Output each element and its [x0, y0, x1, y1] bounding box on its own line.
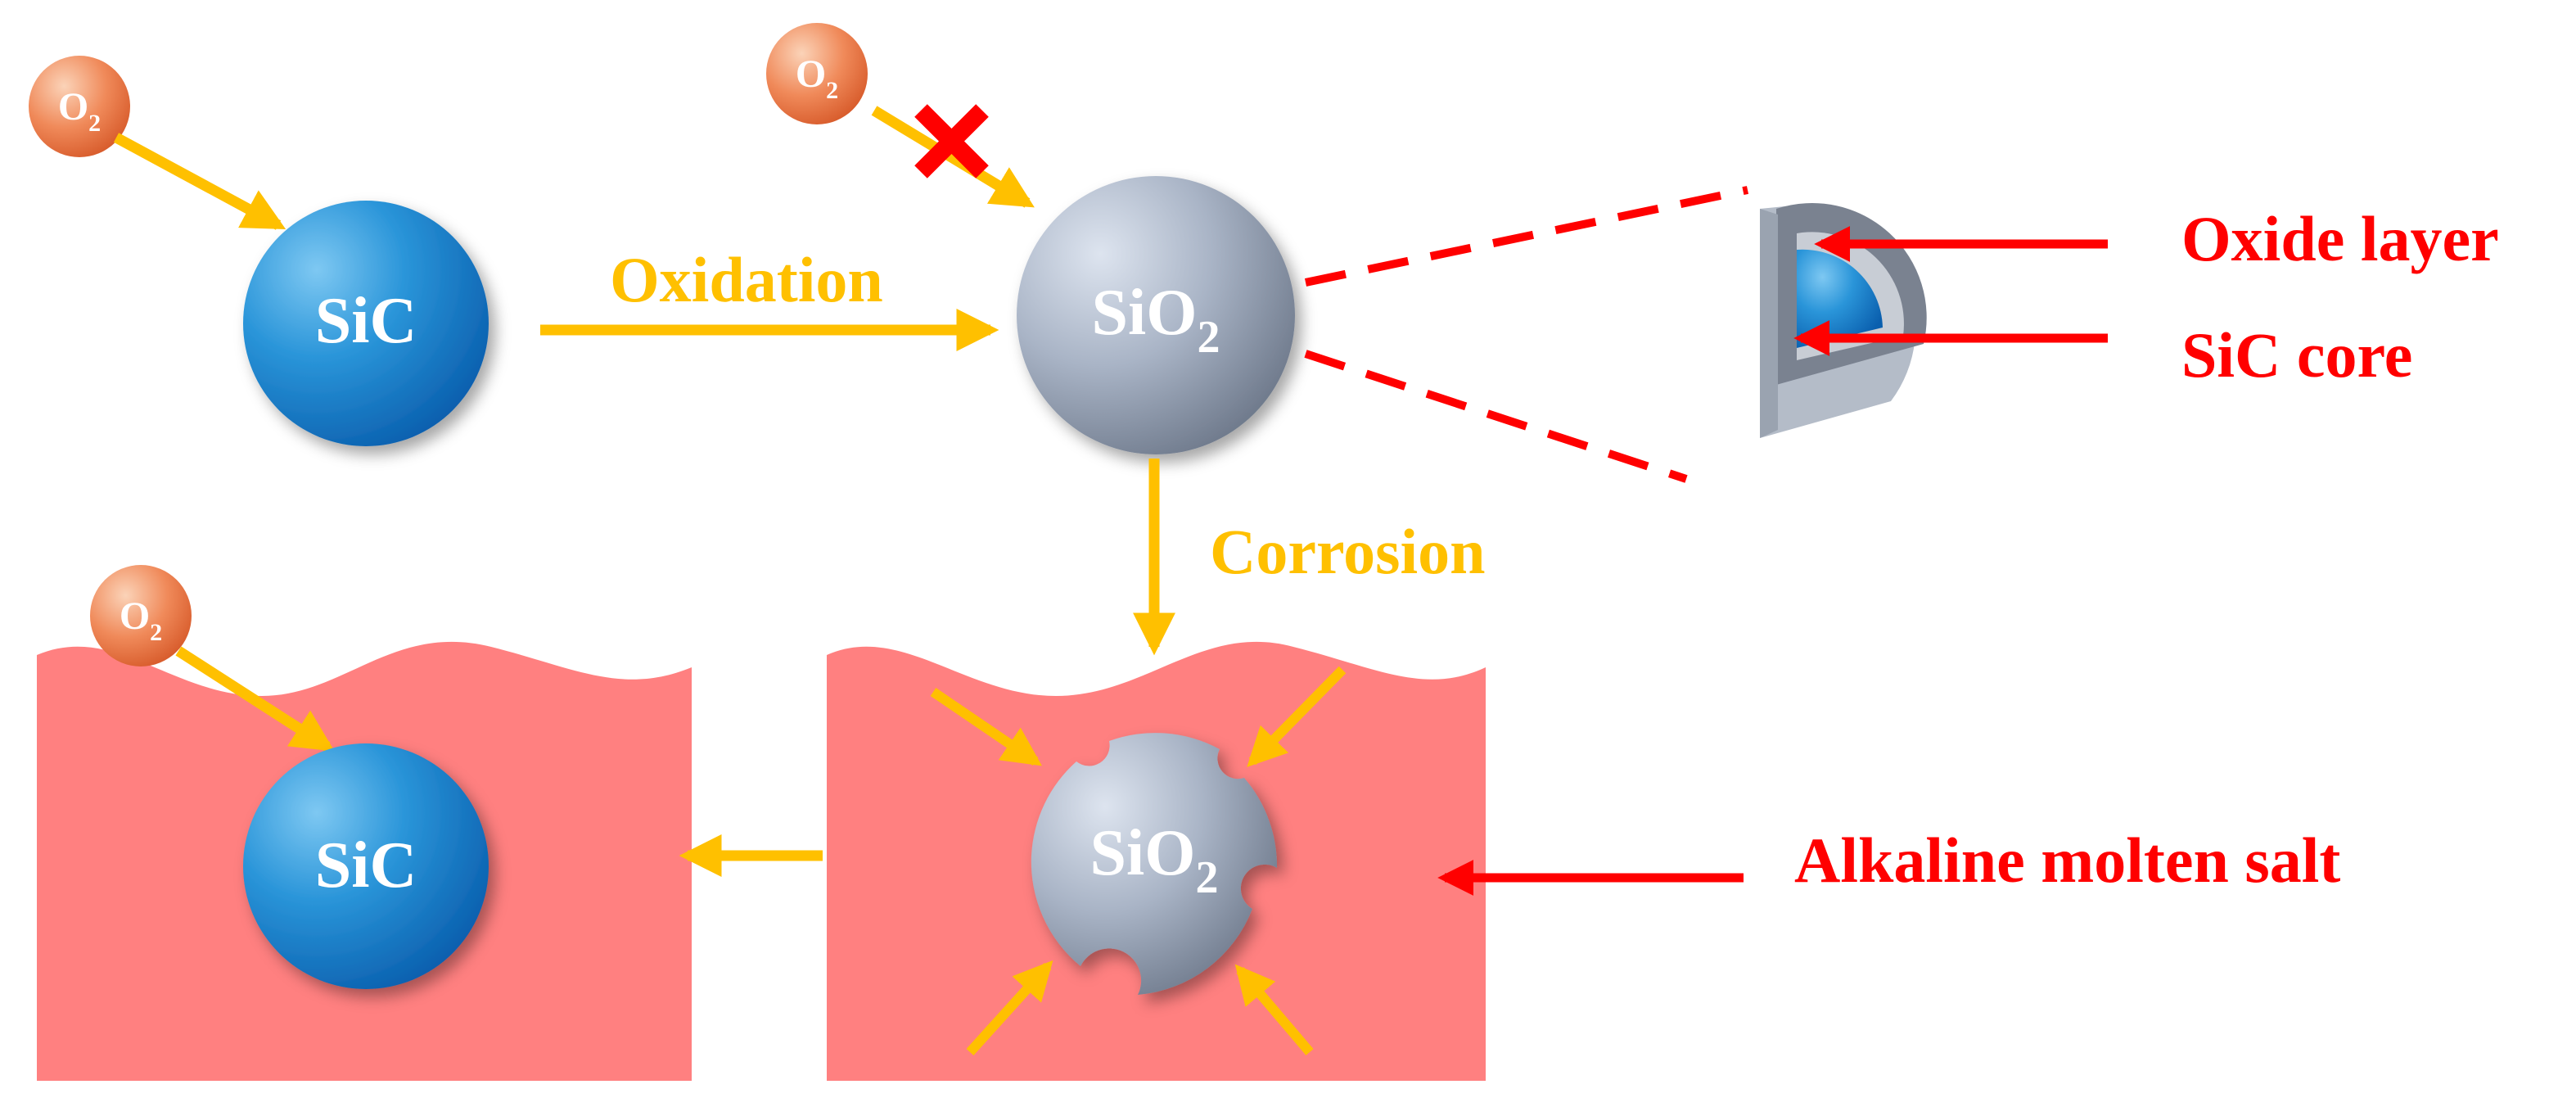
o2-base: O	[58, 85, 88, 129]
o2-base: O	[796, 52, 826, 96]
sic-label-top: SiC	[315, 285, 417, 357]
salt-attack-arrow-bottom-left	[966, 960, 1053, 1056]
oxidation-label: Oxidation	[610, 244, 883, 315]
o2-sub: 2	[150, 619, 162, 646]
oxygen-molecule-top-left: O2	[29, 56, 130, 157]
oxygen-arrow-top-left	[113, 133, 286, 230]
o2-sub: 2	[88, 110, 101, 137]
oxygen-molecule-top-center: O2	[766, 23, 868, 124]
sio2-label-bottom: SiO2	[1090, 817, 1219, 903]
core-shell-cross-section	[1760, 203, 1927, 438]
salt-attack-arrow-top-left	[930, 688, 1042, 766]
o2-sub: 2	[826, 77, 838, 104]
sic-particle-bottom	[243, 743, 489, 989]
sio2-particle-corroded	[1031, 733, 1278, 995]
zoom-line-lower	[1304, 350, 1688, 483]
zoom-line-upper	[1304, 186, 1749, 287]
svg-text:O2: O2	[796, 52, 838, 104]
svg-text:O2: O2	[58, 85, 101, 137]
salt-attack-arrow-bottom-right	[1234, 964, 1314, 1055]
oxygen-molecule-bottom-left: O2	[90, 565, 192, 666]
oxygen-arrow-bottom-left	[175, 646, 335, 752]
sio2-particle-top	[1017, 176, 1295, 454]
oxide-layer-label: Oxide layer	[2181, 203, 2499, 274]
svg-text:O2: O2	[120, 594, 162, 646]
sic-label-bottom: SiC	[315, 829, 417, 901]
molten-salt-label: Alkaline molten salt	[1794, 825, 2340, 896]
corrosion-label: Corrosion	[1210, 516, 1486, 587]
sic-core-label: SiC core	[2181, 319, 2412, 391]
blocked-cross-icon	[914, 104, 989, 178]
sic-particle-top	[243, 201, 489, 446]
oxygen-arrow-blocked	[871, 106, 1035, 208]
o2-base: O	[120, 594, 150, 638]
sio2-label-top: SiO2	[1092, 277, 1220, 363]
salt-attack-arrow-top-right	[1247, 666, 1347, 767]
